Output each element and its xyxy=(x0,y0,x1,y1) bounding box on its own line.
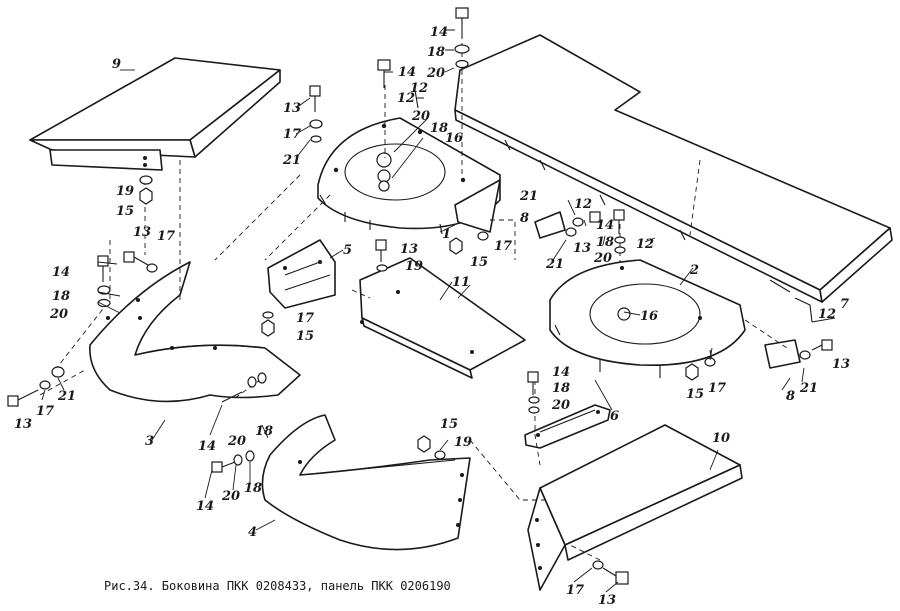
callout-20: 20 xyxy=(426,66,445,81)
part-8-clamp-top xyxy=(534,211,566,239)
callout-17: 17 xyxy=(494,239,512,254)
callout-19: 19 xyxy=(454,435,472,450)
callout-18: 18 xyxy=(255,424,273,439)
callout-17: 17 xyxy=(296,311,314,326)
callout-14: 14 xyxy=(430,25,448,40)
part-10-shield xyxy=(527,424,743,591)
callout-17: 17 xyxy=(36,404,54,419)
callout-20: 20 xyxy=(411,109,430,124)
part-1-flange xyxy=(317,117,501,235)
part-6-bracket xyxy=(524,404,611,449)
callout-18: 18 xyxy=(427,45,445,60)
part-3-side-panel xyxy=(89,261,301,403)
callout-18: 18 xyxy=(430,121,448,136)
callout-12: 12 xyxy=(574,197,592,212)
callout-18: 18 xyxy=(244,481,262,496)
callout-17: 17 xyxy=(283,127,301,142)
callout-13: 13 xyxy=(14,417,32,432)
callout-11: 11 xyxy=(452,275,470,290)
callout-15: 15 xyxy=(296,329,314,344)
callout-20: 20 xyxy=(593,251,612,266)
callout-20: 20 xyxy=(551,398,570,413)
callout-12: 12 xyxy=(410,81,428,96)
callout-20: 20 xyxy=(49,307,68,322)
callout-8: 8 xyxy=(520,211,529,226)
callout-13: 13 xyxy=(573,241,591,256)
callout-20: 20 xyxy=(221,489,240,504)
callout-13: 13 xyxy=(283,101,301,116)
callout-14: 14 xyxy=(196,499,214,514)
callout-19: 19 xyxy=(116,184,134,199)
callout-19: 19 xyxy=(405,259,423,274)
callout-16: 16 xyxy=(445,131,463,146)
callout-12: 12 xyxy=(636,237,654,252)
callout-21: 21 xyxy=(57,389,76,404)
callout-13: 13 xyxy=(598,593,616,608)
callout-14: 14 xyxy=(552,365,570,380)
part-11-plate xyxy=(359,257,526,379)
callout-7: 7 xyxy=(840,297,849,312)
callout-12: 12 xyxy=(818,307,836,322)
callout-17: 17 xyxy=(157,229,175,244)
callout-17: 17 xyxy=(708,381,726,396)
callout-16: 16 xyxy=(640,309,658,324)
figure-caption: Рис.34. Боковина ПКК 0208433, панель ПКК… xyxy=(104,579,451,593)
callout-21: 21 xyxy=(545,257,564,272)
callout-14: 14 xyxy=(398,65,416,80)
callout-12: 12 xyxy=(397,91,415,106)
part-5-bracket xyxy=(267,239,336,309)
callout-15: 15 xyxy=(470,255,488,270)
part-7-panel xyxy=(454,34,893,323)
callout-8: 8 xyxy=(786,389,795,404)
callout-21: 21 xyxy=(519,189,538,204)
callout-14: 14 xyxy=(198,439,216,454)
callout-6: 6 xyxy=(610,409,619,424)
callout-15: 15 xyxy=(686,387,704,402)
callout-4: 4 xyxy=(248,525,257,540)
callout-14: 14 xyxy=(596,218,614,233)
callout-21: 21 xyxy=(799,381,818,396)
callout-18: 18 xyxy=(596,235,614,250)
callout-20: 20 xyxy=(227,434,246,449)
callout-13: 13 xyxy=(400,242,418,257)
callout-9: 9 xyxy=(112,57,121,72)
callout-17: 17 xyxy=(566,583,584,598)
callout-5: 5 xyxy=(343,243,352,258)
part-9-shield xyxy=(29,57,281,171)
hardware xyxy=(7,7,833,585)
callout-10: 10 xyxy=(712,431,730,446)
part-8-clamp-right xyxy=(764,339,801,369)
callout-21: 21 xyxy=(282,153,301,168)
callout-2: 2 xyxy=(689,263,699,278)
callout-15: 15 xyxy=(116,204,134,219)
callouts: 9 19 15 14 18 20 14 12 20 18 16 13 17 21… xyxy=(14,25,850,608)
callout-18: 18 xyxy=(52,289,70,304)
callout-15: 15 xyxy=(440,417,458,432)
callout-3: 3 xyxy=(145,434,154,449)
callout-14: 14 xyxy=(52,265,70,280)
callout-18: 18 xyxy=(552,381,570,396)
part-4-side-panel xyxy=(261,414,471,551)
leader-lines xyxy=(41,29,836,593)
callout-13: 13 xyxy=(133,225,151,240)
callout-13: 13 xyxy=(832,357,850,372)
callout-1: 1 xyxy=(442,227,451,242)
